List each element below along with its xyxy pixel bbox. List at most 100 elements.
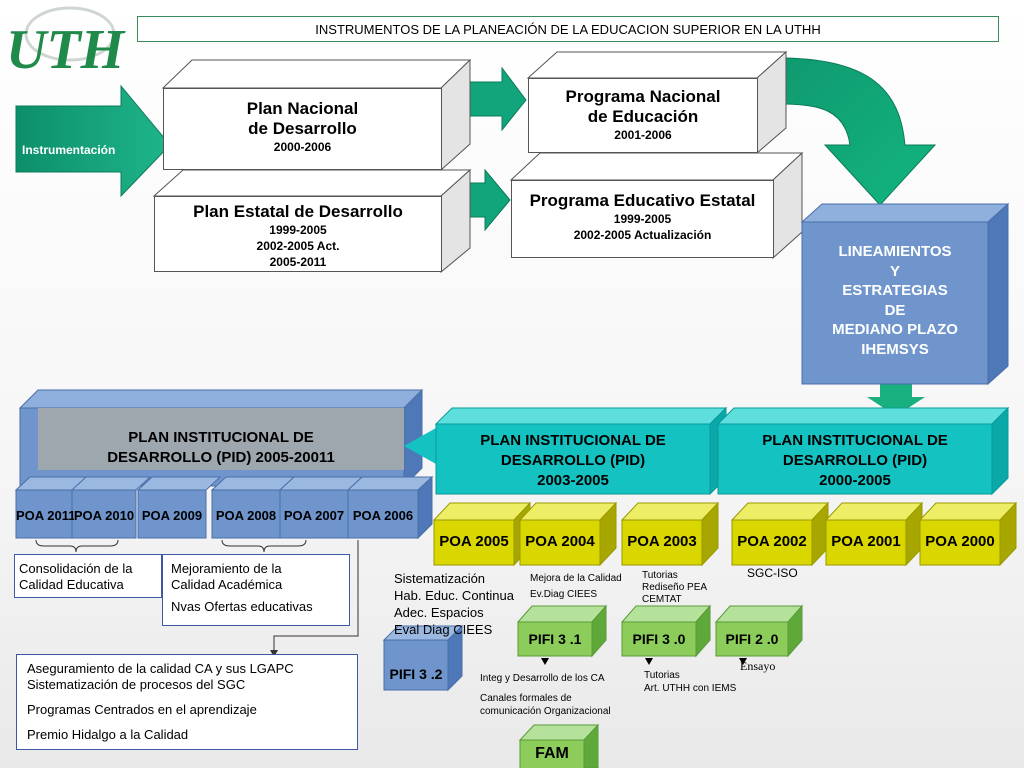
pee-year1: 1999-2005 — [613, 212, 672, 226]
ped-line1: Plan Estatal de Desarrollo — [193, 202, 403, 221]
notes-pifi-3-0: Tutorias Art. UTHH con IEMS — [644, 669, 736, 695]
poa-2005: POA 2005 — [439, 533, 509, 550]
notes-pifi31-l3: comunicación Organizacional — [480, 706, 611, 717]
mejoramiento-l1: Mejoramiento de la — [171, 561, 282, 576]
programa-educativo-estatal: Programa Educativo Estatal 1999-2005 200… — [511, 180, 774, 258]
header-title-bar: INSTRUMENTOS DE LA PLANEACIÓN DE LA EDUC… — [137, 16, 999, 42]
pid-main-l1: PLAN INSTITUCIONAL DE — [128, 429, 314, 446]
arrow-pnd-pne — [469, 66, 527, 132]
pid-2000-l2: DESARROLLO (PID) — [782, 452, 928, 469]
lineamientos-l2: Y — [889, 262, 900, 280]
notes-2003-l1: Tutorias — [642, 570, 678, 581]
brace-left — [35, 539, 119, 553]
lineamientos-l1: LINEAMIENTOS — [838, 243, 952, 260]
pee-line1: Programa Educativo Estatal — [529, 191, 756, 210]
pne-line2: de Educación — [587, 107, 699, 126]
poa-2008: POA 2008 — [215, 508, 277, 523]
plan-estatal-desarrollo: Plan Estatal de Desarrollo 1999-2005 200… — [154, 196, 442, 272]
notes-2005-l4: Eval Diag CIEES — [394, 622, 493, 637]
poa-2006: POA 2006 — [352, 508, 414, 523]
mejoramiento-l3: Nvas Ofertas educativas — [171, 599, 313, 614]
uthh-logo: UTH — [2, 4, 138, 74]
pifi-3-0: PIFI 3 .0 — [632, 631, 686, 647]
svg-text:UTH: UTH — [6, 19, 126, 74]
notes-2005-l2: Hab. Educ. Continua — [394, 588, 514, 603]
poa-2003: POA 2003 — [627, 533, 697, 550]
pifi-3-1: PIFI 3 .1 — [528, 631, 582, 647]
pid-2003-2005: PLAN INSTITUCIONAL DE DESARROLLO (PID) 2… — [436, 431, 710, 491]
consolidacion-l1: Consolidación de la — [19, 561, 133, 576]
lineamientos-l5: MEDIANO PLAZO — [832, 321, 958, 338]
ped-year2: 2002-2005 Act. — [256, 239, 340, 253]
notes-pifi-3-1: Integ y Desarrollo de los CA Canales for… — [480, 672, 611, 718]
pne-years: 2001-2006 — [614, 128, 672, 142]
plan-nacional-desarrollo: Plan Nacional de Desarrollo 2000-2006 — [163, 88, 442, 170]
pnd-line2: de Desarrollo — [248, 119, 357, 138]
mejoramiento-box: Mejoramiento de la Calidad Académica Nva… — [162, 554, 350, 626]
aseguramiento-l3: Programas Centrados en el aprendizaje — [27, 702, 257, 717]
notes-2004-l2: Ev.Diag CIEES — [530, 589, 598, 600]
notes-2005-l3: Adec. Espacios — [394, 605, 484, 620]
poa-2010: POA 2010 — [73, 508, 135, 523]
poa-2004: POA 2004 — [525, 533, 595, 550]
notes-pifi30-l2: Art. UTHH con IEMS — [644, 683, 737, 694]
pee-year2: 2002-2005 Actualización — [573, 228, 712, 242]
aseguramiento-l2: Sistematización de procesos del SGC — [27, 677, 246, 692]
aseguramiento-l4: Premio Hidalgo a la Calidad — [27, 727, 189, 742]
pid-main-l2: DESARROLLO (PID) 2005-20011 — [107, 449, 335, 466]
poa-2009: POA 2009 — [141, 508, 203, 523]
sgc-iso-label: SGC-ISO — [747, 566, 798, 580]
ensayo-label: Ensayo — [740, 659, 776, 673]
pnd-years: 2000-2006 — [273, 140, 332, 154]
notes-pifi31-l1: Integ y Desarrollo de los CA — [480, 673, 605, 684]
lineamientos-l3: ESTRATEGIAS — [842, 282, 948, 299]
page-title: INSTRUMENTOS DE LA PLANEACIÓN DE LA EDUC… — [315, 22, 821, 37]
notes-pifi31-l2: Canales formales de — [480, 693, 572, 704]
pid-2003-l1: PLAN INSTITUCIONAL DE — [480, 432, 666, 449]
curved-arrow — [785, 57, 937, 206]
ped-year1: 1999-2005 — [269, 223, 327, 237]
pifi-2-0: PIFI 2 .0 — [725, 631, 779, 647]
poa-2011: POA 2011 — [16, 508, 74, 523]
fam: FAM — [535, 745, 569, 762]
poa-2000: POA 2000 — [925, 533, 995, 550]
arrow-left-pid — [404, 424, 436, 468]
instrumentacion-arrow — [15, 84, 171, 198]
pnd-line1: Plan Nacional — [246, 99, 359, 118]
lineamientos-estrategias: LINEAMIENTOS Y ESTRATEGIAS DE MEDIANO PL… — [802, 242, 988, 359]
lineamientos-l6: IHEMSYS — [861, 340, 929, 358]
ped-year3: 2005-2011 — [269, 255, 327, 269]
poa-2001: POA 2001 — [831, 533, 901, 550]
notes-2005-l1: Sistematización — [394, 571, 486, 586]
pid-2000-l1: PLAN INSTITUCIONAL DE — [762, 432, 948, 449]
pifi-cubes — [382, 604, 804, 768]
pne-line1: Programa Nacional — [565, 87, 721, 106]
notes-pifi30-l1: Tutorias — [644, 670, 680, 681]
aseguramiento-l1: Aseguramiento de la calidad CA y sus LGA… — [27, 661, 294, 676]
pifi-3-2: PIFI 3 .2 — [389, 666, 443, 682]
notes-2004-l1: Mejora de la Calidad — [530, 573, 622, 584]
poa-2002: POA 2002 — [737, 533, 807, 550]
pid-2003-l2: DESARROLLO (PID) — [500, 452, 646, 469]
pid-main: PLAN INSTITUCIONAL DE DESARROLLO (PID) 2… — [38, 428, 404, 468]
mejoramiento-l2: Calidad Académica — [171, 577, 283, 592]
notes-poa-2003: Tutorias Rediseño PEA CEMTAT — [642, 570, 707, 606]
lineamientos-l4: DE — [884, 301, 906, 319]
uthh-logo-graphic: UTH — [6, 6, 126, 74]
arrow-down-lineamientos — [867, 383, 925, 416]
notes-2003-l2: Rediseño PEA — [642, 582, 708, 593]
pid-2000-l3: 2000-2005 — [819, 472, 891, 489]
pid-2003-l3: 2003-2005 — [537, 472, 609, 489]
poa-yellow-cubes — [432, 501, 1018, 567]
consolidacion-l2: Calidad Educativa — [19, 577, 124, 592]
consolidacion-box: Consolidación de la Calidad Educativa — [14, 554, 162, 598]
aseguramiento-box: Aseguramiento de la calidad CA y sus LGA… — [16, 654, 358, 750]
notes-poa-2004: Mejora de la Calidad Ev.Diag CIEES — [530, 571, 622, 603]
notes-poa-2005: Sistematización Hab. Educ. Continua Adec… — [394, 570, 514, 638]
programa-nacional-educacion: Programa Nacional de Educación 2001-2006 — [528, 78, 758, 153]
instrumentacion-label: Instrumentación — [22, 143, 116, 157]
pid-2000-2005: PLAN INSTITUCIONAL DE DESARROLLO (PID) 2… — [718, 431, 992, 491]
poa-2007: POA 2007 — [283, 508, 345, 523]
brace-right — [221, 539, 307, 553]
